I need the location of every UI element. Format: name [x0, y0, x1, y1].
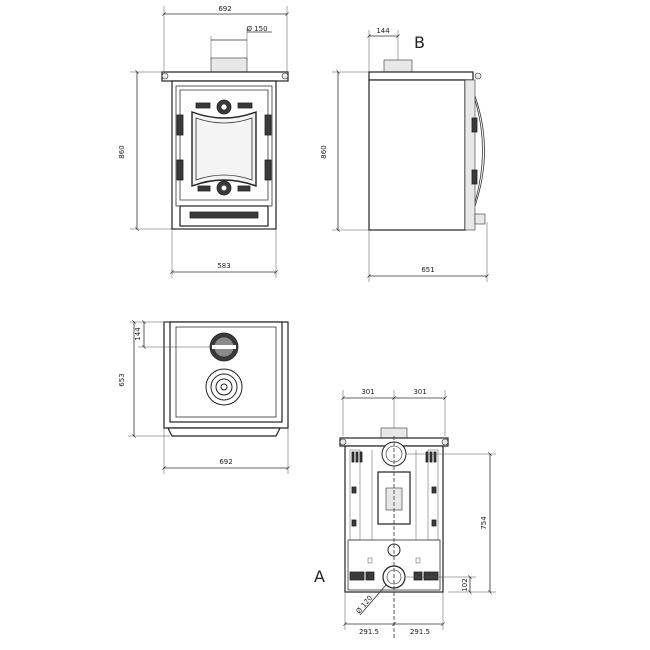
front-view: 692 Ø 150	[118, 5, 289, 278]
side-depth-label: 651	[421, 266, 434, 274]
top-depth-label: 653	[118, 373, 126, 386]
side-flue-offset-label: 144	[376, 27, 390, 35]
front-glass-window	[191, 110, 257, 188]
rear-base-half-left-label: 291.5	[359, 628, 379, 636]
rear-flue-height-label: 754	[480, 516, 488, 530]
rear-half-width-left-label: 301	[361, 388, 374, 396]
rear-vent-slots	[351, 451, 437, 463]
front-height-label: 860	[118, 145, 126, 158]
top-width-label: 692	[219, 458, 232, 466]
rear-view: 301 301	[314, 388, 496, 640]
front-hinge-left	[176, 114, 184, 136]
side-height-label: 860	[320, 145, 328, 158]
top-view: 144 653 692	[118, 320, 290, 474]
top-front-lip	[167, 427, 281, 437]
front-flue-pipe	[210, 57, 248, 73]
front-top-plate	[161, 71, 289, 82]
top-flue-offset-label: 144	[134, 327, 142, 341]
front-flue-diameter-label: Ø 150	[246, 25, 267, 33]
side-door-profile	[464, 79, 476, 231]
front-width-top-label: 692	[218, 5, 231, 13]
side-view-label: B	[414, 33, 425, 52]
rear-inlet-diameter-label: Ø 120	[355, 594, 375, 615]
side-view: B 144 860 651	[320, 27, 489, 282]
rear-inlet-height-label: 102	[461, 578, 469, 591]
side-flue-pipe	[383, 59, 413, 73]
rear-view-label: A	[314, 567, 325, 586]
rear-base-half-right-label: 291.5	[410, 628, 430, 636]
rear-half-width-right-label: 301	[413, 388, 426, 396]
front-width-base-label: 583	[217, 262, 230, 270]
side-stove-body	[368, 79, 466, 231]
